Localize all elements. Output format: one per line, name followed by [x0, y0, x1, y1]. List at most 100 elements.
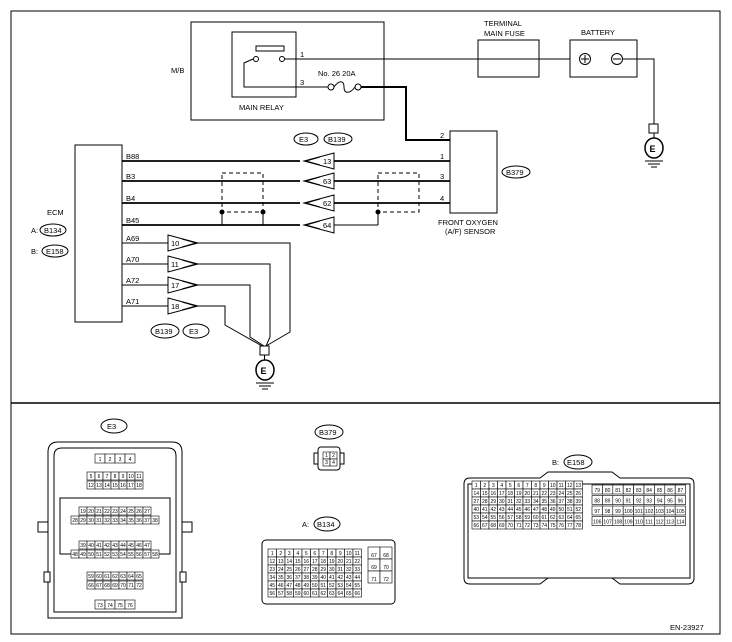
pin-number: 25: [128, 509, 134, 515]
wire-fuse-sensor: [361, 86, 450, 141]
pin-number: 37: [295, 575, 301, 581]
e3-housing-inner: [53, 447, 177, 613]
pin-number: 44: [507, 507, 513, 513]
pin-number: 57: [278, 591, 284, 597]
fuse-terminal: [327, 83, 335, 91]
battery-label: BATTERY: [581, 28, 615, 37]
pin-number: 75: [117, 603, 123, 609]
pin-number: 16: [490, 491, 496, 497]
pin-number: 61: [104, 574, 110, 580]
pin-number: 50: [312, 583, 318, 589]
pin-number: 79: [594, 488, 600, 494]
ecm-conn-prefix: A:: [31, 226, 38, 235]
pin-number: 78: [575, 523, 581, 529]
pin-cell: [134, 571, 144, 581]
pin-cell: [134, 480, 144, 490]
pin-number: 74: [107, 603, 113, 609]
pin-number: 69: [112, 583, 118, 589]
b134-prefix: A:: [302, 520, 309, 529]
pin-number: 17: [499, 491, 505, 497]
pin-number: 12: [567, 483, 573, 489]
ecm-a-wires: [122, 242, 291, 347]
splice-dot: [375, 209, 381, 215]
pin-number: 30: [329, 567, 335, 573]
pin-number: 11: [355, 551, 360, 557]
fuse-terminal: [354, 83, 362, 91]
pin-number: 4: [500, 483, 503, 489]
pin-number: 87: [678, 488, 684, 494]
pin-number: 27: [473, 499, 479, 505]
ecm-wire-label: A69: [126, 234, 139, 243]
pin-number: 36: [136, 518, 142, 524]
pin-number: 3: [325, 460, 328, 466]
sensor-pin: 3: [440, 172, 444, 181]
pin-cell: [674, 484, 686, 495]
pin-number: 46: [524, 507, 530, 513]
connector-badge: [313, 516, 341, 532]
pin-number: 20: [337, 559, 343, 565]
splice-dot: [260, 209, 266, 215]
pin-number: 38: [567, 499, 573, 505]
pin-number: 52: [329, 583, 335, 589]
pin-number: 8: [114, 474, 117, 480]
middle-pin: 13: [323, 157, 331, 166]
wire-battery-ground: [622, 58, 655, 124]
pin-number: 55: [490, 515, 496, 521]
pin-number: 34: [120, 518, 126, 524]
pin-number: 64: [337, 591, 343, 597]
sensor-label: (A/F) SENSOR: [445, 227, 496, 236]
pin-number: 35: [278, 575, 284, 581]
fuse-element: [333, 81, 356, 93]
relay-pin: 3: [300, 78, 304, 87]
pin-cell: [134, 580, 144, 590]
pin-number: 15: [295, 559, 301, 565]
pin-number: 57: [144, 552, 150, 558]
main-relay-box: [231, 31, 297, 98]
ecm-conn-id: E158: [46, 247, 64, 256]
connector-badge: [563, 454, 593, 470]
pin-number: 42: [104, 543, 110, 549]
ecm-wire-label: A70: [126, 255, 139, 264]
pin-number: 37: [558, 499, 564, 505]
pin-number: 10: [128, 474, 134, 480]
pin-number: 105: [676, 509, 685, 515]
pin-number: 26: [136, 509, 142, 515]
pin-number: 59: [88, 574, 94, 580]
pin-number: 70: [383, 565, 389, 571]
mb-label: M/B: [171, 66, 184, 75]
pin-number: 26: [575, 491, 581, 497]
ecm-wire-label: B3: [126, 172, 135, 181]
pin-number: 50: [558, 507, 564, 513]
pin-number: 27: [303, 567, 309, 573]
pin-number: 49: [303, 583, 309, 589]
pin-number: 94: [657, 499, 663, 505]
pin-number: 73: [533, 523, 539, 529]
pin-number: 31: [337, 567, 343, 573]
pin-number: 77: [567, 523, 573, 529]
pin-number: 49: [550, 507, 556, 513]
pin-number: 49: [80, 552, 86, 558]
pin-number: 107: [603, 520, 612, 526]
pin-number: 84: [646, 488, 652, 494]
pin-number: 82: [626, 488, 632, 494]
pin-number: 27: [144, 509, 150, 515]
pin-number: 76: [558, 523, 564, 529]
pin-number: 44: [120, 543, 126, 549]
pin-number: 51: [96, 552, 102, 558]
pin-number: 4: [332, 460, 335, 466]
pin-cell: [150, 515, 160, 525]
mb-box: [190, 21, 385, 121]
pin-number: 39: [80, 543, 86, 549]
pin-number: 98: [605, 509, 611, 515]
middle-conn-id: E3: [299, 135, 308, 144]
pin-number: 100: [624, 509, 633, 515]
sensor-box: [449, 130, 498, 214]
sensor-pin: 1: [440, 152, 444, 161]
pin-number: 71: [371, 577, 377, 583]
pin-number: 39: [312, 575, 318, 581]
sensor-conn-id: B379: [506, 168, 524, 177]
pin-cell: [142, 540, 152, 550]
middle-connector: [302, 152, 335, 234]
pin-number: 71: [128, 583, 134, 589]
